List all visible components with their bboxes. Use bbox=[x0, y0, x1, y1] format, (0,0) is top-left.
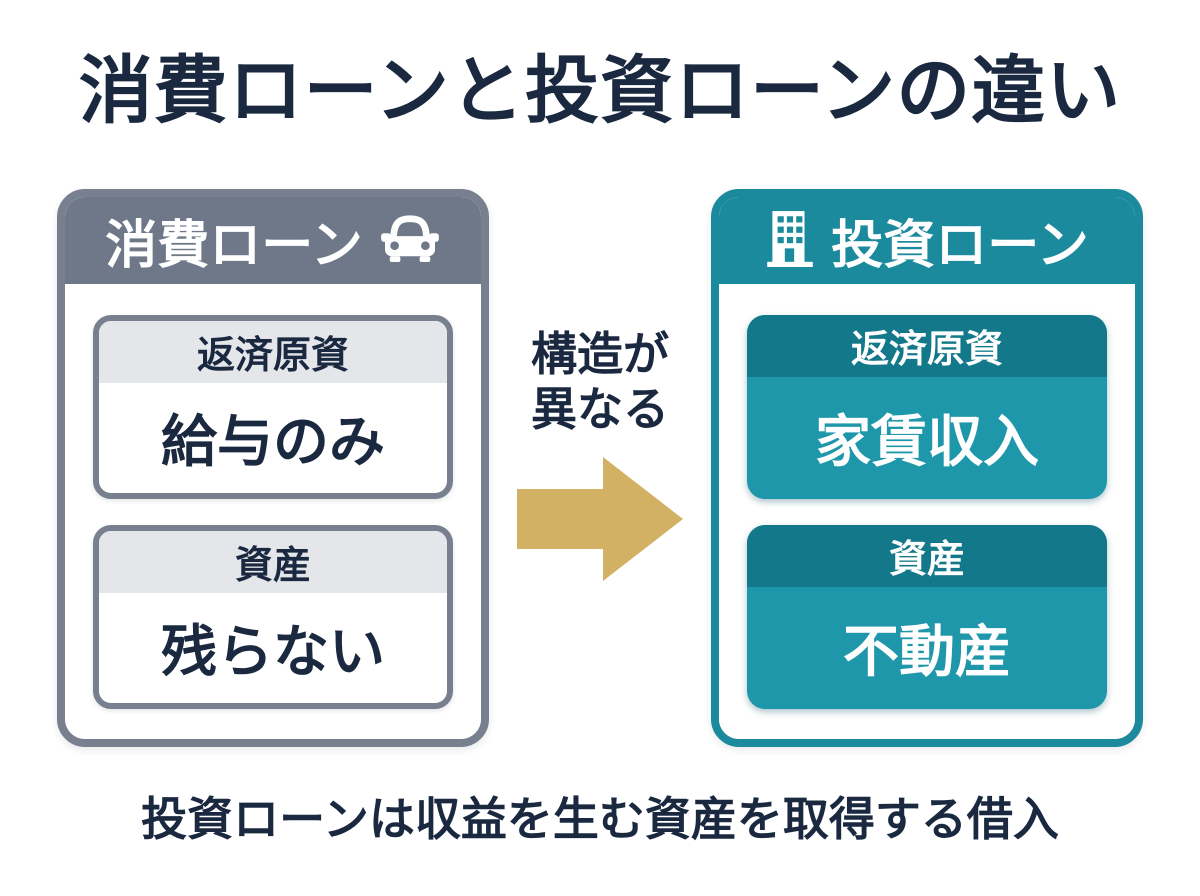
bottom-caption: 投資ローンは収益を生む資産を取得する借入 bbox=[141, 793, 1059, 846]
repayment-source-label: 返済原資 bbox=[747, 314, 1107, 377]
investment-loan-panel: 投資ローン 返済原資 家賃収入 資産 不動産 bbox=[711, 189, 1143, 748]
investment-repayment-box: 返済原資 家賃収入 bbox=[747, 314, 1107, 499]
page-title: 消費ローンと投資ローンの違い bbox=[78, 49, 1122, 132]
investment-loan-header: 投資ローン bbox=[719, 197, 1135, 285]
connector-text-line2: 異なる bbox=[531, 382, 669, 435]
asset-value: 不動産 bbox=[843, 620, 1011, 684]
comparison-row: 消費ローン 返済原資 給与 bbox=[0, 189, 1200, 748]
building-icon bbox=[765, 209, 815, 272]
consumption-repayment-box: 返済原資 給与のみ bbox=[93, 314, 453, 499]
consumption-loan-title: 消費ローン bbox=[105, 216, 363, 275]
repayment-source-value: 給与のみ bbox=[161, 410, 385, 474]
investment-loan-body: 返済原資 家賃収入 資産 不動産 bbox=[719, 284, 1135, 740]
right-arrow-icon bbox=[515, 454, 685, 589]
repayment-source-value: 家賃収入 bbox=[815, 410, 1039, 474]
investment-loan-title: 投資ローン bbox=[831, 216, 1089, 275]
repayment-source-label: 返済原資 bbox=[99, 320, 447, 383]
structure-differs-connector: 構造が 異なる bbox=[489, 189, 711, 747]
connector-text: 構造が 異なる bbox=[531, 327, 669, 436]
connector-text-line1: 構造が bbox=[531, 328, 669, 381]
investment-asset-box: 資産 不動産 bbox=[747, 524, 1107, 709]
asset-label: 資産 bbox=[747, 524, 1107, 587]
consumption-asset-box: 資産 残らない bbox=[93, 524, 453, 709]
asset-label: 資産 bbox=[99, 530, 447, 593]
car-icon bbox=[379, 213, 441, 268]
consumption-loan-panel: 消費ローン 返済原資 給与 bbox=[57, 189, 489, 748]
asset-value: 残らない bbox=[161, 620, 385, 684]
consumption-loan-body: 返済原資 給与のみ 資産 残らない bbox=[65, 284, 481, 740]
consumption-loan-header: 消費ローン bbox=[65, 197, 481, 285]
